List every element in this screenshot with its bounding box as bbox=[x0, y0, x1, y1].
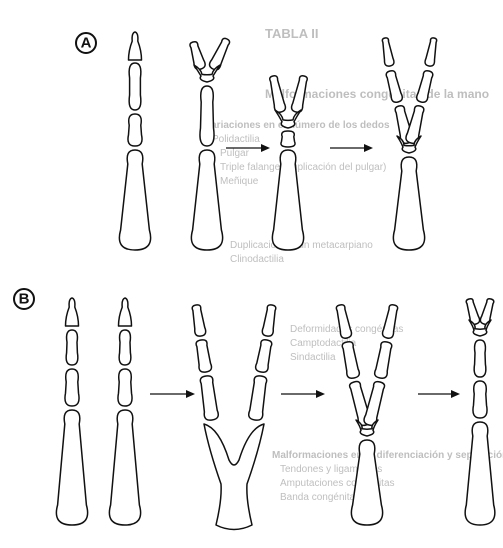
proximal-phalanx-bone bbox=[128, 114, 142, 146]
bg-text-line: Sindactilia bbox=[290, 352, 336, 363]
progression-arrowhead bbox=[364, 144, 373, 152]
metacarpal-bone bbox=[393, 157, 424, 250]
proximal-phalanx-bone bbox=[281, 131, 295, 147]
proximal-phalanx-bone bbox=[65, 369, 79, 406]
bg-text-line: Pulgar bbox=[220, 148, 250, 159]
bg-text-line: Meñique bbox=[220, 176, 259, 187]
distal-phalanx-bone bbox=[129, 32, 142, 60]
bg-text-line: Variaciones en el número de los dedos bbox=[205, 120, 390, 131]
proximal-phalanx-bone bbox=[473, 381, 487, 418]
middle-phalanx-bone bbox=[119, 330, 131, 365]
forked-phalanx-bone bbox=[469, 320, 491, 336]
middle-phalanx-bone bbox=[196, 340, 211, 372]
proximal-phalanx-bone bbox=[200, 376, 218, 420]
progression-arrowhead bbox=[261, 144, 270, 152]
proximal-phalanx-bone bbox=[118, 369, 132, 406]
middle-phalanx-bone bbox=[256, 340, 272, 372]
metacarpal-bone bbox=[465, 422, 495, 525]
metacarpal-bone bbox=[56, 410, 87, 525]
bg-text-title: TABLA II bbox=[265, 26, 318, 41]
proximal-phalanx-bone bbox=[200, 86, 214, 146]
distal-phalanx-bone bbox=[425, 38, 437, 66]
bg-text-line: Banda congénita bbox=[280, 492, 356, 503]
distal-phalanx-bone bbox=[382, 38, 394, 66]
panel-a-marker: A bbox=[76, 33, 96, 53]
middle-phalanx-bone bbox=[375, 342, 392, 378]
proximal-phalanx-bone bbox=[364, 382, 384, 426]
distal-phalanx-bone bbox=[119, 298, 132, 326]
faded-background-text: TABLA II Malformaciones congénitas de la… bbox=[205, 26, 503, 503]
y-shaped-metacarpal-bone bbox=[204, 424, 264, 530]
bg-text-line: Malformaciones en la diferenciación y se… bbox=[272, 450, 503, 461]
progression-arrowhead bbox=[316, 390, 325, 398]
metacarpal-bone bbox=[109, 410, 140, 525]
metacarpal-bone bbox=[119, 150, 150, 250]
middle-phalanx-bone bbox=[129, 63, 141, 110]
distal-phalanx-bone bbox=[190, 42, 205, 70]
middle-phalanx-bone bbox=[474, 340, 486, 377]
progression-arrowhead bbox=[186, 390, 195, 398]
distal-phalanx-bone bbox=[466, 299, 479, 325]
distal-phalanx-bone bbox=[192, 305, 206, 336]
bg-text-line: Triple falange (duplicación del pulgar) bbox=[220, 162, 386, 173]
distal-phalanx-bone bbox=[480, 299, 493, 325]
panel-b-label: B bbox=[19, 291, 30, 308]
proximal-phalanx-bone bbox=[249, 376, 267, 420]
distal-phalanx-bone bbox=[66, 298, 79, 326]
metacarpal-bone bbox=[191, 150, 222, 250]
bg-text-line: Polidactilia bbox=[212, 134, 260, 145]
bg-text-line: Clinodactilia bbox=[230, 254, 284, 265]
middle-phalanx-bone bbox=[66, 330, 78, 365]
panel-a-label: A bbox=[81, 35, 92, 52]
forked-phalanx-bone bbox=[194, 65, 220, 82]
progression-arrowhead bbox=[451, 390, 460, 398]
distal-phalanx-bone bbox=[262, 305, 276, 336]
panel-b-marker: B bbox=[14, 289, 34, 309]
middle-phalanx-bone bbox=[342, 342, 359, 378]
